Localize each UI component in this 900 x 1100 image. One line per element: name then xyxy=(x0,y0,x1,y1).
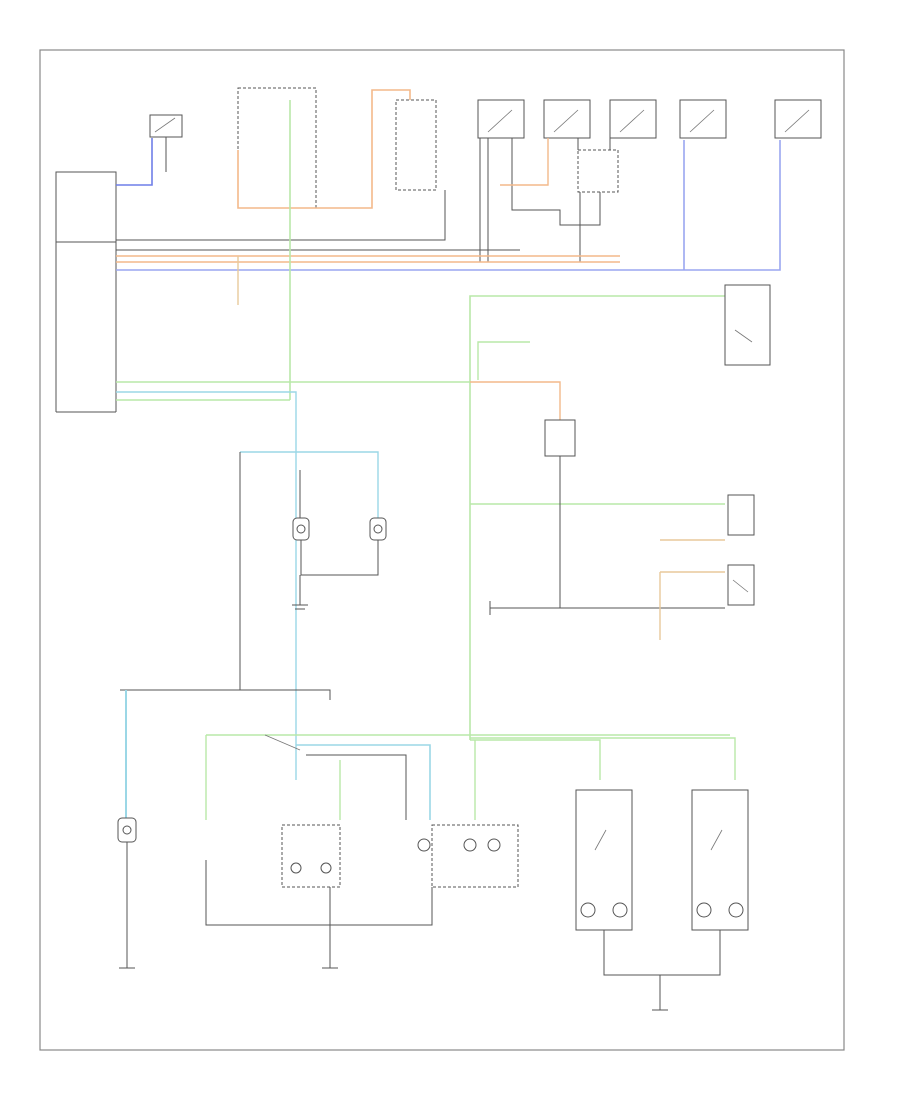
lamp-icon xyxy=(373,524,383,534)
cargo-lamps xyxy=(431,824,519,888)
switch-contact xyxy=(734,329,753,343)
wire xyxy=(264,734,301,751)
top-black-wires xyxy=(116,137,611,263)
lamp-icon xyxy=(417,838,431,852)
left-rear-reading-lamp xyxy=(575,789,633,931)
glove-box-lamp-switch xyxy=(724,284,771,366)
lamp-icon xyxy=(296,524,306,534)
lamp-icon xyxy=(612,902,628,918)
switch-contact xyxy=(594,829,607,851)
left-front-door-jamb-switch xyxy=(774,99,822,139)
left-front-door-switch xyxy=(149,114,183,138)
switch-contact xyxy=(487,109,513,133)
lower-lamps xyxy=(117,789,749,1011)
lightblue-wire xyxy=(116,391,297,780)
green-wire xyxy=(470,739,601,780)
lamp-icon xyxy=(728,902,744,918)
door-lock-module-box xyxy=(55,171,117,243)
wire xyxy=(306,754,407,820)
relay-box xyxy=(577,149,619,193)
wire xyxy=(511,138,601,226)
wire xyxy=(120,689,331,700)
license-lamp xyxy=(727,494,755,536)
rear-door-switch xyxy=(679,99,727,139)
lamp-icon xyxy=(463,838,477,852)
visor-vanity-lamp xyxy=(544,419,576,457)
green-wire xyxy=(477,341,530,380)
lighting-control-module xyxy=(55,171,117,413)
left-rear-door-switch xyxy=(477,99,525,139)
orange-wire xyxy=(470,381,561,420)
lamp-icon xyxy=(696,902,712,918)
right-footwell-lamp xyxy=(369,517,387,541)
left-courtesy-lamp xyxy=(117,817,137,843)
blue-wire xyxy=(116,140,781,271)
dome-switch xyxy=(395,99,437,191)
footwell-lamps xyxy=(292,517,387,610)
diagram-frame xyxy=(39,49,845,1051)
rear-reading-lamps xyxy=(281,824,341,888)
right-rear-door-switch xyxy=(543,99,591,139)
lightblue-wire xyxy=(296,744,431,820)
orange-wire xyxy=(500,138,549,186)
switch-contact xyxy=(553,109,579,133)
wire xyxy=(603,930,721,976)
lamp-icon xyxy=(487,838,501,852)
glove-box-area xyxy=(489,284,771,640)
orange-wire xyxy=(237,89,411,209)
lamp-icon xyxy=(290,862,302,874)
lamp-icon xyxy=(580,902,596,918)
left-footwell-lamp xyxy=(292,517,310,541)
lamp-icon xyxy=(320,862,332,874)
liftgate-lamp-switch xyxy=(727,564,755,606)
switch-contact xyxy=(154,117,176,133)
green-wire xyxy=(116,295,725,383)
switch-contact xyxy=(619,109,645,133)
switch-contact xyxy=(689,109,715,133)
lightblue-wire xyxy=(240,451,379,520)
switch-contact xyxy=(710,829,723,851)
wire xyxy=(205,860,433,926)
right-front-door-switch xyxy=(609,99,657,139)
lamp-icon xyxy=(122,825,132,835)
green-wire xyxy=(470,737,736,780)
switch-contact xyxy=(784,109,810,133)
right-rear-reading-lamp xyxy=(691,789,749,931)
wire xyxy=(487,138,581,263)
headlamp-switch xyxy=(237,87,317,209)
wire xyxy=(116,190,446,241)
wire xyxy=(300,540,379,576)
switch-contact xyxy=(732,579,749,593)
top-switch-row xyxy=(149,87,822,209)
blue-wire xyxy=(116,138,153,186)
